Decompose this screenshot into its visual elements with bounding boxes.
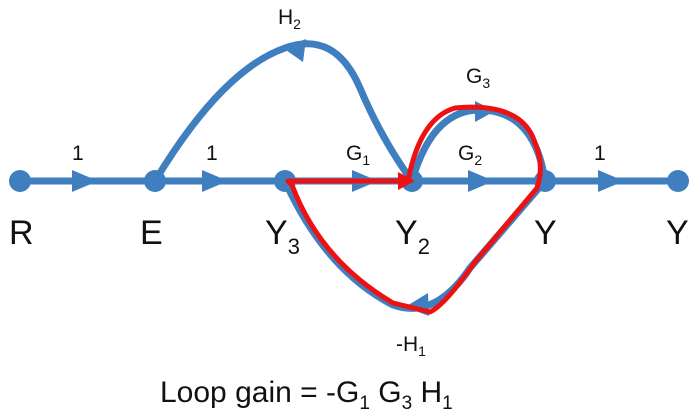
node-r [9,170,31,192]
node-e [144,170,166,192]
node-label-y-out: Y [666,214,689,252]
node-label-e: E [140,214,163,252]
h2-feedback-branch [151,40,416,185]
node-y-out [667,170,689,192]
arrow-y-out [598,170,624,192]
node-label-y2: Y2 [395,214,430,259]
gain-label-y-out: 1 [594,142,606,165]
arrow-r-e [72,170,98,192]
arrow-h2 [283,39,306,62]
gain-label-g2: G2 [458,142,482,168]
gain-label-g3: G3 [466,65,490,91]
arrow-e-y3 [202,170,228,192]
gain-label-h2: H2 [278,6,301,32]
gain-label-g1: G1 [346,142,370,168]
arrow-g3 [475,101,495,122]
gain-label-h1: -H1 [396,333,426,359]
arrow-g2 [468,170,494,192]
node-label-y: Y [534,214,557,252]
highlighted-loop [285,104,543,315]
loop-gain-caption: Loop gain = -G1 G3 H1 [160,376,453,414]
gain-label-r-e: 1 [72,142,84,165]
node-label-y3: Y3 [265,214,300,259]
loop-arrow [398,172,415,190]
gain-label-e-y3: 1 [206,142,218,165]
node-label-r: R [9,214,34,252]
